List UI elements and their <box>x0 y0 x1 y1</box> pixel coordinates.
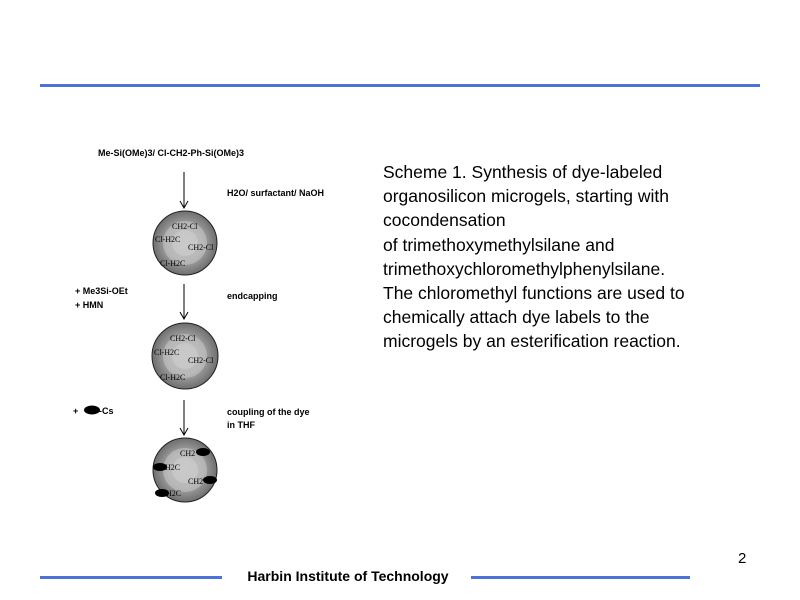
caption-line: Scheme 1. Synthesis of dye-labeled <box>383 162 663 182</box>
step2-reagent-2: + HMN <box>75 300 103 310</box>
footer-rule-right <box>471 576 690 579</box>
caption-line: The chloromethyl functions are used to <box>383 283 685 304</box>
p1-label-1: CH2-Cl <box>172 222 198 231</box>
step2-reagent-1: + Me3Si-OEt <box>75 286 128 296</box>
p2-label-3: CH2-Cl <box>188 356 214 365</box>
p3-label-1: CH2 <box>180 449 195 458</box>
synthesis-scheme: Me-Si(OMe)3/ Cl-CH2-Ph-Si(OMe)3 H2O/ sur… <box>73 148 324 503</box>
p3-label-4: H2C <box>166 489 181 498</box>
p1-label-2: Cl-H2C <box>155 235 180 244</box>
microgel-particle-1: CH2-Cl Cl-H2C CH2-Cl Cl-H2C <box>152 210 218 276</box>
dye-label-icon <box>155 489 169 497</box>
microgel-particle-3: CH2 H2C CH2 H2C <box>152 437 218 503</box>
p1-label-4: Cl-H2C <box>160 259 185 268</box>
p2-label-4: Cl-H2C <box>160 373 185 382</box>
step3-condition-2: in THF <box>227 420 255 430</box>
dye-icon <box>84 405 100 415</box>
caption-line: organosilicon microgels, starting with <box>383 186 669 207</box>
p2-label-1: CH2-Cl <box>170 334 196 343</box>
step2-condition: endcapping <box>227 291 278 301</box>
dye-label-icon <box>153 463 167 471</box>
p1-label-3: CH2-Cl <box>188 243 214 252</box>
p3-label-2: H2C <box>165 463 180 472</box>
step1-condition: H2O/ surfactant/ NaOH <box>227 188 324 198</box>
p2-label-2: Cl-H2C <box>154 348 179 357</box>
dye-label-icon <box>196 448 210 456</box>
dye-label-icon <box>203 476 217 484</box>
microgel-particle-2: CH2-Cl Cl-H2C CH2-Cl Cl-H2C <box>151 322 219 390</box>
footer-rule-left <box>40 576 222 579</box>
footer-institution: Harbin Institute of Technology <box>247 568 449 584</box>
page-number: 2 <box>738 550 747 567</box>
caption-line: chemically attach dye labels to the <box>383 307 650 328</box>
step3-reagent-suffix: -Cs <box>99 406 114 416</box>
header-rule <box>40 84 760 87</box>
caption-line: cocondensation <box>383 210 506 231</box>
step3-reagent-prefix: + <box>73 406 78 416</box>
p3-label-3: CH2 <box>188 477 203 486</box>
caption-line: microgels by an esterification reaction. <box>383 331 681 352</box>
arrow-3 <box>179 400 189 437</box>
arrow-2 <box>179 284 189 321</box>
scheme-caption: Scheme 1. Synthesis of dye-labeled organ… <box>383 160 753 354</box>
caption-line: trimethoxychloromethylphenylsilane. <box>383 258 666 279</box>
caption-line: of trimethoxymethylsilane and <box>383 234 615 255</box>
start-materials: Me-Si(OMe)3/ Cl-CH2-Ph-Si(OMe)3 <box>98 148 244 158</box>
arrow-1 <box>179 172 189 210</box>
step3-condition-1: coupling of the dye <box>227 407 310 417</box>
